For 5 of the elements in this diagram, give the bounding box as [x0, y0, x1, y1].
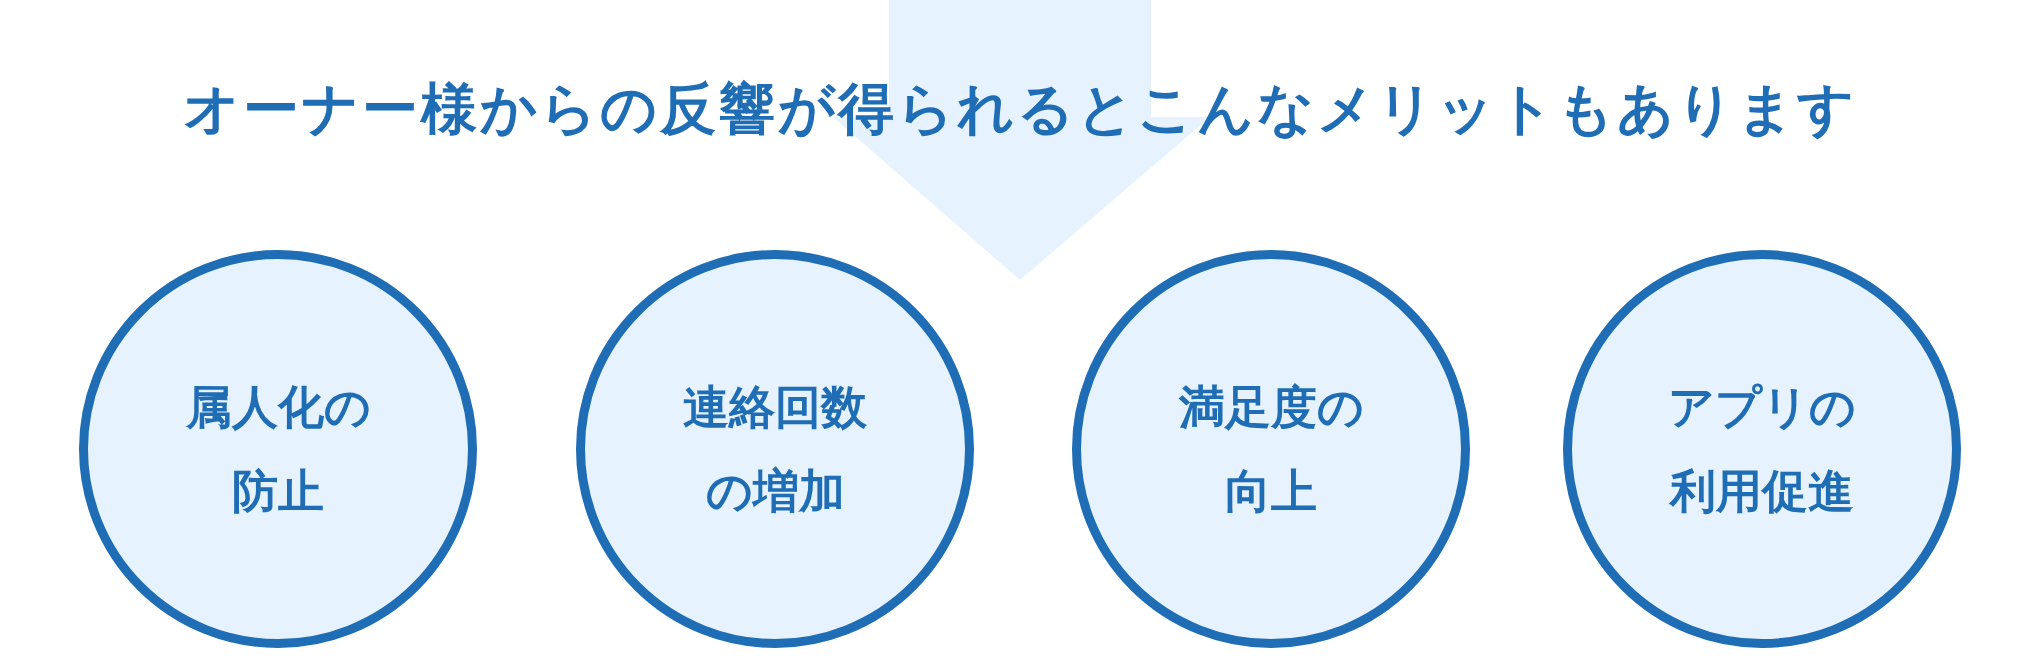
node-label: 属人化の防止 — [184, 379, 372, 520]
node-label: 連絡回数の増加 — [682, 379, 868, 520]
title: オーナー様からの反響が得られるとこんなメリットもあります — [182, 75, 1858, 143]
node-label: アプリの利用促進 — [1667, 379, 1857, 520]
node-label: 満足度の向上 — [1177, 379, 1365, 520]
